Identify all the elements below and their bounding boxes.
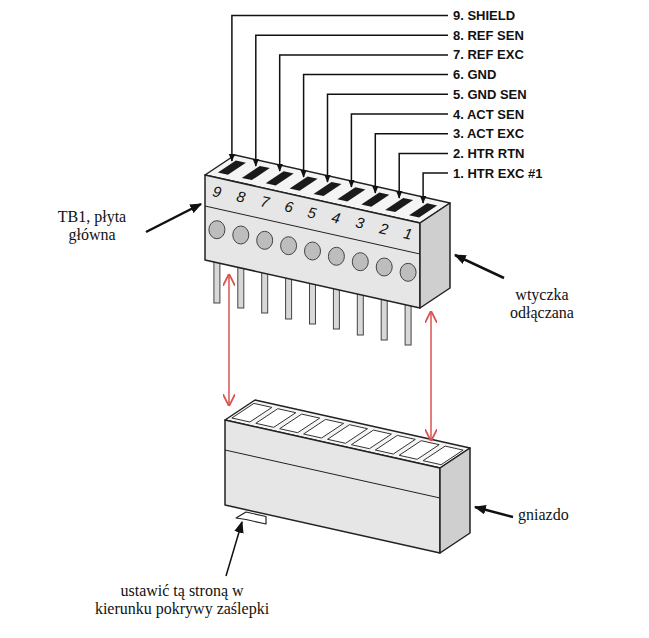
callout-arrows	[146, 204, 513, 576]
callout-label: ustawić tą stroną w kierunku pokrywy zaś…	[92, 582, 272, 618]
screw-hole	[233, 226, 249, 244]
wire-slot	[409, 203, 437, 217]
plug-leg	[214, 258, 220, 303]
leader-line	[423, 173, 448, 203]
callout-arrow	[146, 204, 201, 232]
callout-label: wtyczka odłączana	[492, 286, 592, 322]
callout-label: TB1, płyta główna	[42, 208, 142, 244]
wire-slot	[314, 182, 342, 196]
screw-hole	[305, 242, 321, 260]
pin-label: 6. GND	[453, 67, 496, 82]
leader-line	[375, 134, 448, 193]
plug-leg	[357, 290, 363, 335]
plug-leg	[333, 284, 339, 329]
callout-arrow	[226, 522, 242, 576]
screw-hole	[400, 263, 416, 281]
pin-label: 9. SHIELD	[453, 8, 515, 23]
insertion-arrow	[430, 312, 432, 440]
pin-label: 1. HTR EXC #1	[453, 166, 543, 181]
leader-line	[232, 16, 448, 162]
insertion-arrow	[228, 275, 230, 405]
socket-openings	[232, 403, 463, 464]
plug-leg	[238, 263, 244, 308]
wire-slot	[266, 171, 294, 185]
socket-end-face	[440, 448, 470, 553]
plug-leg	[262, 268, 268, 313]
callout-arrow	[455, 255, 504, 278]
wire-slot	[385, 198, 413, 212]
wire-slot	[218, 161, 246, 175]
pin-label: 3. ACT EXC	[453, 126, 524, 141]
wire-slot	[242, 166, 270, 180]
screw-hole	[257, 231, 273, 249]
socket-front-face	[225, 420, 440, 553]
insertion-arrows	[229, 275, 431, 440]
pin-label: 4. ACT SEN	[453, 107, 524, 122]
pin-leaders	[232, 16, 448, 204]
pin-label: 2. HTR RTN	[453, 146, 525, 161]
callout-arrow	[475, 507, 513, 517]
plug-leg	[286, 274, 292, 319]
wire-slot	[337, 187, 365, 201]
plug-leg	[405, 300, 411, 345]
leader-line	[328, 94, 449, 182]
wire-slot	[361, 193, 389, 207]
callout-label: gniazdo	[518, 506, 598, 524]
socket-body	[225, 400, 470, 553]
plug-leg	[310, 279, 316, 324]
pin-label: 8. REF SEN	[453, 28, 524, 43]
screw-hole	[376, 258, 392, 276]
screw-hole	[352, 253, 368, 271]
pin-label: 5. GND SEN	[453, 87, 527, 102]
orientation-tab	[236, 512, 266, 524]
pin-number: 7	[256, 193, 273, 212]
plug-front-face	[205, 175, 420, 308]
screw-hole	[281, 237, 297, 255]
wire-slot	[290, 177, 318, 191]
screw-hole	[328, 247, 344, 265]
screw-hole	[209, 221, 225, 239]
socket-opening	[423, 446, 463, 465]
plug-leg	[381, 295, 387, 340]
pin-label: 7. REF EXC	[453, 47, 524, 62]
plug-end-face	[420, 203, 450, 308]
